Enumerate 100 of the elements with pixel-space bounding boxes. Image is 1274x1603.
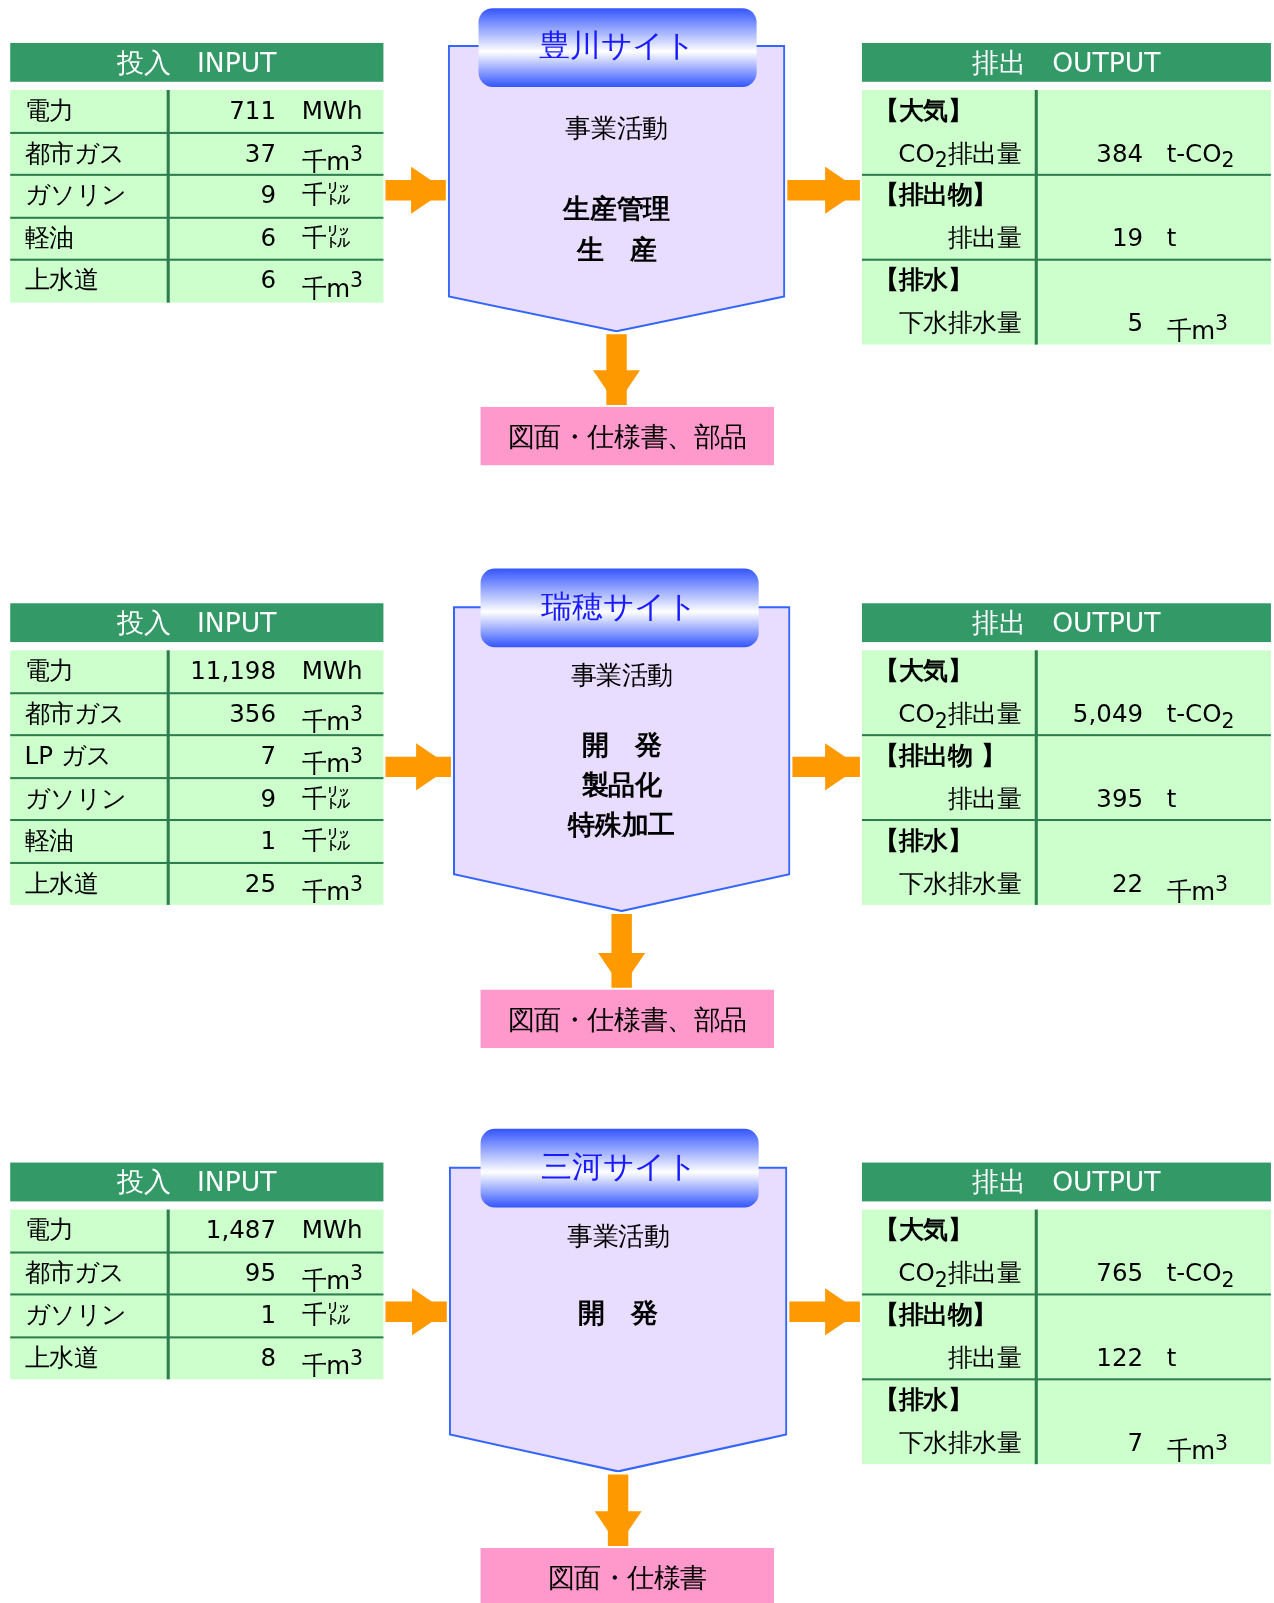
arrow — [385, 166, 446, 214]
table-header: 排出 OUTPUT — [861, 42, 1271, 82]
arrow — [593, 334, 641, 405]
table-cell-text: 5,049 — [1072, 697, 1144, 730]
table-cell-text: 【排出物 】 — [874, 740, 1006, 772]
table-cell-text: 37 — [244, 137, 277, 170]
activity-label: 事業活動 — [569, 659, 674, 693]
table-header: 投入 INPUT — [10, 1162, 384, 1202]
arrow — [594, 1474, 642, 1546]
table-cell-text: 排出量 — [947, 222, 1022, 255]
arrow — [789, 1288, 860, 1336]
output-box: 図面・仕様書、部品 — [480, 406, 774, 466]
table-cell-text: 【大気】 — [874, 655, 973, 688]
table-cell-text: 排出量 — [947, 1342, 1022, 1374]
table-cell-text: 千㍑ — [301, 222, 351, 255]
table-cell-text: 軽油 — [24, 825, 74, 857]
table-cell-text: 電力 — [24, 655, 74, 688]
activity-label: 事業活動 — [565, 1220, 671, 1254]
table-cell-text: ガソリン — [24, 180, 127, 212]
table-cell-text: 711 — [229, 95, 277, 127]
table-cell-text: 1,487 — [205, 1214, 277, 1247]
table-cell-text: CO$_{2}$排出量 — [898, 137, 1022, 175]
table-cell-text: 千m$^{3}$ — [301, 1344, 364, 1382]
table-header: 排出 OUTPUT — [861, 1162, 1271, 1202]
table-cell-text: 5 — [1127, 307, 1144, 339]
activity-label: 開 発 — [580, 728, 663, 762]
table-cell-text: 千m$^{3}$ — [301, 699, 364, 738]
table-cell-text: 22 — [1111, 867, 1144, 900]
table-cell-text: 8 — [260, 1342, 277, 1374]
activity-label: 開 発 — [577, 1296, 659, 1331]
table-cell-text: 9 — [260, 180, 277, 212]
table-header: 排出 OUTPUT — [861, 603, 1271, 643]
table-cell-text: 千㍑ — [301, 1299, 351, 1332]
table-cell-text: 千㍑ — [301, 825, 351, 857]
table-cell-text: MWh — [301, 655, 363, 688]
table-cell-text: 下水排水量 — [898, 1426, 1022, 1459]
table-cell-text: t-CO$_{2}$ — [1166, 137, 1235, 175]
table-cell-text: 【排出物】 — [874, 180, 997, 212]
table-cell-text: 9 — [260, 782, 277, 815]
table-cell-text: CO$_{2}$排出量 — [898, 697, 1022, 735]
activity-pentagon — [452, 568, 791, 913]
site-title-tab: 豊川サイト — [478, 8, 757, 87]
table-cell-text: 19 — [1111, 222, 1144, 255]
table-cell-text: 6 — [260, 222, 277, 255]
arrow — [787, 166, 860, 214]
table-cell-text: t — [1166, 782, 1177, 815]
table-cell-text: 1 — [260, 1299, 277, 1332]
table-cell-text: 【大気】 — [874, 95, 973, 127]
table-cell-text: 排出量 — [947, 782, 1022, 815]
table-cell-text: 千m$^{3}$ — [301, 139, 364, 178]
table-cell-text: 7 — [1127, 1426, 1144, 1459]
table-cell-text: 千m$^{3}$ — [301, 742, 364, 781]
table-cell-text: 765 — [1096, 1257, 1144, 1289]
table-cell-text: LP ガス — [24, 740, 112, 772]
table-cell-text: t — [1166, 1342, 1177, 1374]
activity-label: 製品化 — [580, 768, 663, 803]
table-cell-text: 384 — [1096, 137, 1144, 170]
table-cell-text: t-CO$_{2}$ — [1166, 697, 1235, 735]
table-cell-text: 軽油 — [24, 222, 74, 255]
table-cell-text: 千㍑ — [301, 782, 351, 815]
table-cell-text: 千m$^{3}$ — [1166, 1428, 1229, 1467]
table-cell-text: ガソリン — [24, 782, 127, 815]
site-title-tab: 瑞穂サイト — [480, 568, 759, 648]
table-cell-text: 電力 — [24, 95, 74, 127]
table-cell-text: 千m$^{3}$ — [1166, 869, 1229, 908]
table-cell-text: 千m$^{3}$ — [1166, 309, 1229, 348]
activity-label: 生産管理 — [561, 192, 671, 226]
table-cell-text: 6 — [260, 264, 277, 297]
arrow — [385, 1288, 447, 1336]
table-cell-text: 都市ガス — [24, 137, 125, 170]
table-cell-text: 下水排水量 — [898, 307, 1022, 339]
table-cell-text: 上水道 — [24, 264, 99, 297]
table-cell-text: 122 — [1096, 1342, 1144, 1374]
arrow — [792, 743, 860, 791]
table-cell-text: 95 — [244, 1257, 277, 1289]
table-cell-text: ガソリン — [24, 1299, 127, 1332]
table-cell-text: MWh — [301, 1214, 363, 1247]
table-cell-text: 7 — [260, 740, 277, 772]
table-cell-text: 下水排水量 — [898, 867, 1022, 900]
table-cell-text: 千m$^{3}$ — [301, 1259, 364, 1297]
table-cell-text: 千㍑ — [301, 180, 351, 212]
table-cell-text: 395 — [1096, 782, 1144, 815]
arrow — [598, 914, 646, 988]
table-cell-text: 上水道 — [24, 867, 99, 900]
output-box: 図面・仕様書 — [480, 1548, 774, 1603]
table-cell-text: t — [1166, 222, 1177, 255]
table-cell-text: MWh — [301, 95, 363, 127]
activity-label: 事業活動 — [564, 112, 669, 146]
table-header: 投入 INPUT — [10, 603, 384, 643]
table-cell-text: 【排出物】 — [874, 1299, 997, 1332]
site-title-tab: 三河サイト — [480, 1128, 759, 1208]
table-cell-text: 【排水】 — [874, 1384, 973, 1417]
table-cell-text: 【排水】 — [874, 264, 973, 297]
activity-pentagon — [448, 1128, 788, 1473]
table-cell-text: t-CO$_{2}$ — [1166, 1257, 1235, 1294]
table-header: 投入 INPUT — [10, 42, 384, 82]
table-cell-text: 都市ガス — [24, 1257, 125, 1289]
table-cell-text: CO$_{2}$排出量 — [898, 1257, 1022, 1294]
activity-pentagon — [447, 8, 786, 333]
output-box: 図面・仕様書、部品 — [480, 989, 774, 1049]
